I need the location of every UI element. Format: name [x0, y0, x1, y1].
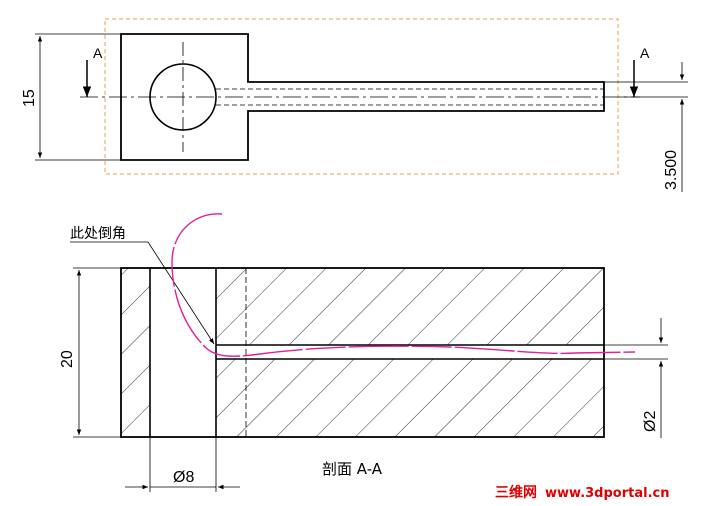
watermark: 三维网 www.3dportal.cn [495, 484, 669, 501]
svg-text:A: A [93, 45, 103, 61]
dimension-height-20: 20 [59, 267, 121, 438]
svg-text:www.3dportal.cn: www.3dportal.cn [545, 486, 669, 501]
svg-text:三维网: 三维网 [495, 484, 537, 501]
svg-text:20: 20 [59, 350, 76, 368]
svg-text:此处倒角: 此处倒角 [70, 226, 126, 242]
section-caption: 剖面 A-A [322, 460, 383, 478]
section-marker-left: A [82, 45, 103, 97]
hatch-upper-bar [216, 268, 604, 345]
section-view: 此处倒角 20 Ø8 Ø2 [59, 226, 668, 492]
svg-text:Ø8: Ø8 [173, 469, 194, 486]
dimension-bore-8: Ø8 [125, 437, 240, 492]
dimension-hole-2: Ø2 [604, 318, 668, 438]
top-view: A A 15 3.500 [21, 18, 688, 192]
chamfer-note: 此处倒角 [70, 226, 215, 345]
hatch-left-wall [121, 268, 150, 437]
selection-bbox [104, 18, 619, 175]
dimension-offset-3500: 3.500 [604, 62, 688, 192]
svg-text:Ø2: Ø2 [642, 411, 659, 432]
dimension-height-15: 15 [21, 33, 121, 161]
section-marker-right: A [629, 45, 650, 97]
part-outline [120, 33, 605, 161]
markup-freehand-stroke [171, 213, 636, 357]
svg-text:15: 15 [21, 89, 38, 107]
svg-text:A: A [640, 45, 650, 61]
hatch-lower-bar [216, 359, 604, 437]
svg-text:3.500: 3.500 [663, 150, 680, 190]
